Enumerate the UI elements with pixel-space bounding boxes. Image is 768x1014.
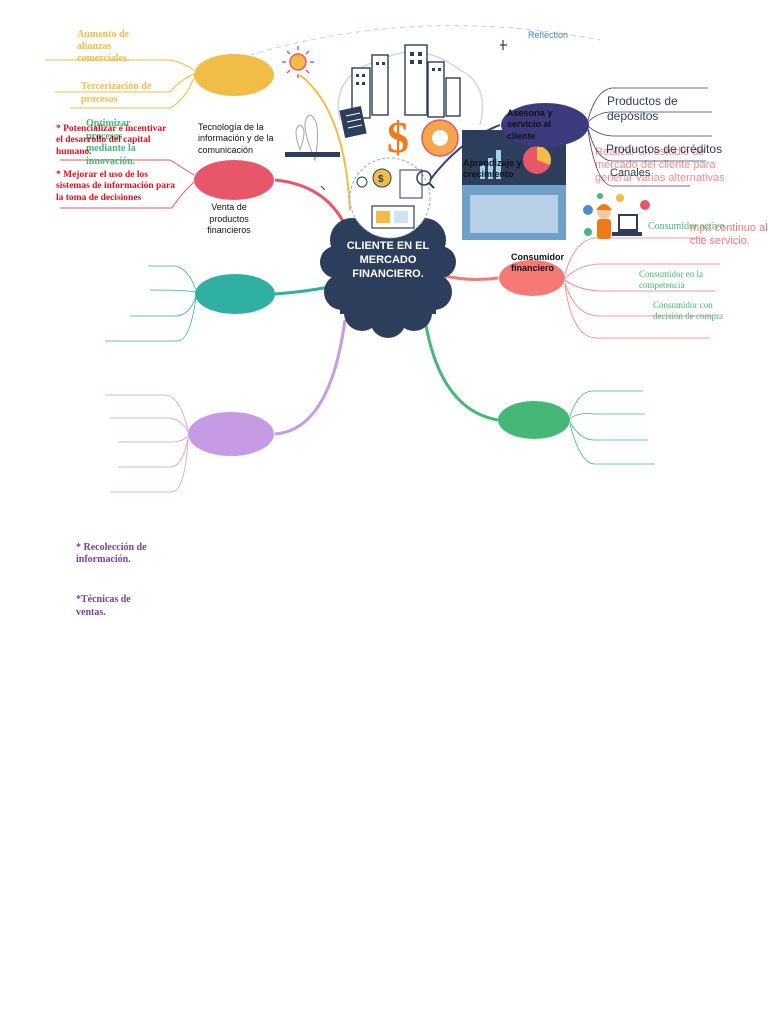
yellow-item-alliances: Aumento de alianzas comerciales. [77, 29, 157, 66]
connector-red [275, 180, 345, 225]
node-teal[interactable] [195, 274, 275, 314]
connector-salmon [440, 275, 498, 279]
node-red[interactable] [194, 160, 274, 200]
yellow-item-outsourcing: Tercerización de procesos [81, 80, 171, 106]
central-topic: CLIENTE EN EL MERCADO FINANCIERO. [338, 240, 438, 281]
node-green[interactable] [498, 401, 570, 439]
node-yellow[interactable] [194, 54, 274, 96]
salmon-item-active: Consumidor activo [648, 221, 718, 232]
red-sub-sales: Venta de productos financieros [199, 202, 259, 237]
salmon-overlay-study: Realizar un estudio de mercado del clien… [595, 146, 730, 186]
reflection-label: Reflection [528, 30, 568, 40]
support-agent-illustration [583, 193, 650, 239]
central-topic-line-1: CLIENTE EN EL [338, 240, 438, 254]
decor-mark [321, 186, 325, 190]
node-purple[interactable] [188, 412, 274, 456]
navy-item-deposits: Productos de depósitos [607, 94, 697, 124]
svg-text:$: $ [387, 113, 409, 162]
red-item-capital: * Potencializar e incentivar el desarrol… [56, 124, 168, 158]
red-item-systems: * Mejorar el uso de los sistemas de info… [56, 170, 176, 204]
teal-branch-lines [105, 266, 196, 341]
purple-item-techniques: *Técnicas de ventas. [76, 593, 156, 619]
central-topic-line-2: MERCADO [338, 254, 438, 268]
central-topic-line-3: FINANCIERO. [338, 268, 438, 282]
photo-caption: Aprendizaje y crecimiento [463, 158, 539, 180]
salmon-item-decision: Consumidor con decisión de compra [653, 300, 743, 322]
connector-green [425, 320, 498, 420]
connector-purple [275, 320, 345, 434]
salmon-item-competition: Consumidor en la competencia [639, 269, 719, 291]
green-branch-lines [570, 391, 655, 464]
salmon-node-label: Consumidor financiero [511, 252, 581, 274]
red-node-label: Tecnología de la información y de la com… [198, 122, 278, 156]
purple-item-collection: * Recolección de información. [76, 542, 176, 566]
svg-text:$: $ [378, 174, 384, 185]
navy-node-label: Asesoría y servicio al cliente [507, 108, 571, 142]
purple-branch-lines [105, 395, 188, 492]
